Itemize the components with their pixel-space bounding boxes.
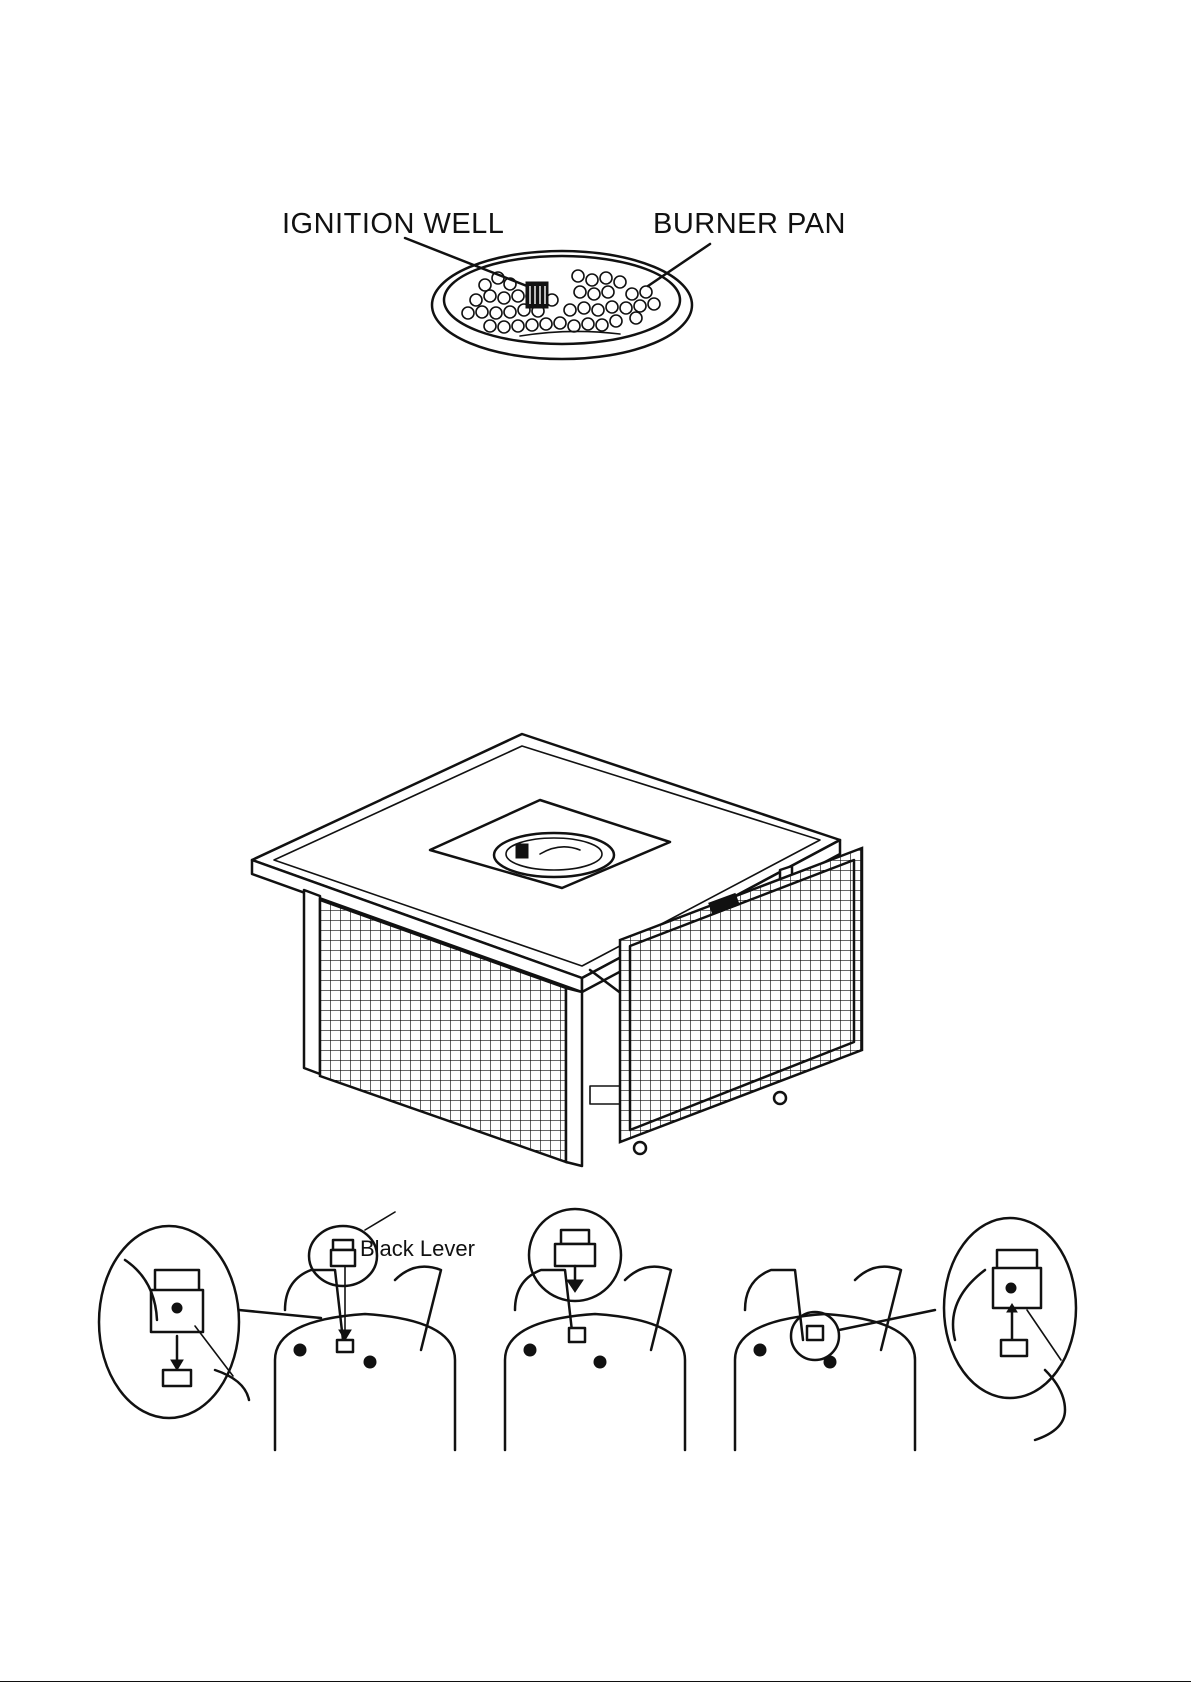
tank-connection-figure: Black Lever — [95, 1200, 1095, 1450]
propane-tank-icon — [95, 1200, 1095, 1450]
page-bottom-border — [0, 1681, 1191, 1682]
black-lever-label: Black Lever — [360, 1236, 475, 1262]
burner-pan-figure: IGNITION WELL BURNER PAN — [270, 200, 870, 390]
fire-table-icon — [250, 730, 870, 1170]
burner-pan-icon — [270, 200, 870, 390]
fire-table-figure — [250, 730, 870, 1170]
